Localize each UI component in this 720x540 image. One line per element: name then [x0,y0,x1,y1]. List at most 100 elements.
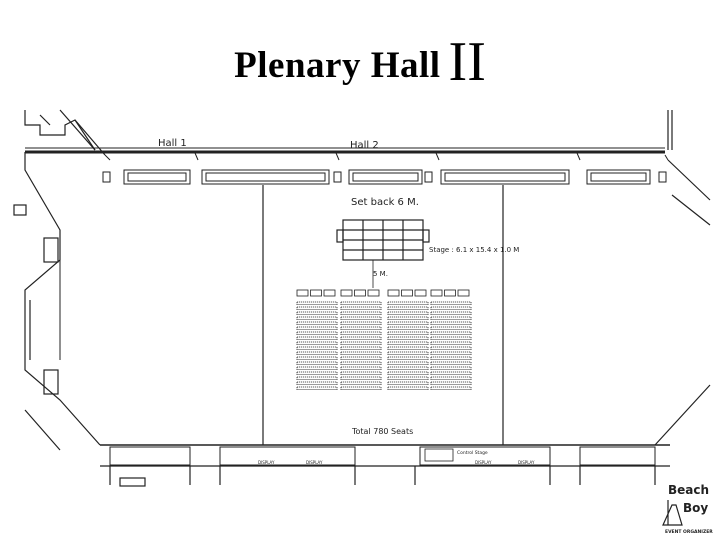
seat-row [340,341,382,345]
seat-row [340,361,382,365]
front-seat-box [444,289,456,297]
aisle-label: 5 M. [373,270,388,278]
seat-row [296,301,338,305]
front-seat-box [354,289,366,297]
stage-label: Stage : 6.1 x 15.4 x 1.0 M [429,246,519,254]
front-seat-box [296,289,309,297]
logo-line1: Beach [668,483,709,497]
front-seat-box [430,289,443,297]
seat-row [340,351,382,355]
seat-row [340,301,382,305]
seat-row [296,371,338,375]
seat-row [340,376,382,380]
seat-row [340,331,382,335]
seat-row [296,331,338,335]
seat-row [340,316,382,320]
seat-row [430,331,472,335]
seat-row [296,306,338,310]
seat-row [296,381,338,385]
seat-row [296,336,338,340]
front-seat-box [387,289,400,297]
seat-row [430,351,472,355]
seat-row [340,321,382,325]
display-label-3: DISPLAY [475,460,492,465]
seat-row [387,336,429,340]
seat-row [387,366,429,370]
seat-row [430,306,472,310]
seat-row [340,371,382,375]
seat-row [387,326,429,330]
seat-row [387,356,429,360]
seat-row [340,326,382,330]
front-seat-boxes [296,289,470,297]
seat-row [296,316,338,320]
seat-row [296,311,338,315]
setback-label: Set back 6 M. [351,197,419,208]
seat-row [296,386,338,390]
seat-row [430,326,472,330]
seat-row [387,301,429,305]
front-seat-box [401,289,413,297]
seat-rows [296,301,472,390]
front-seat-box [457,289,470,297]
hall2-label: Hall 2 [350,140,379,151]
front-seat-box [340,289,353,297]
seat-row [430,366,472,370]
seat-row [296,376,338,380]
logo-line2: Boy [683,501,708,515]
seat-row [387,351,429,355]
seat-row [296,341,338,345]
seat-row [430,341,472,345]
seat-row [296,326,338,330]
bottom-panels [109,446,656,466]
logo-tagline: EVENT ORGANIZER [665,529,713,535]
seat-row [340,346,382,350]
seat-row [340,311,382,315]
seat-row [296,356,338,360]
seat-row [387,341,429,345]
seat-row [430,356,472,360]
seat-row [430,346,472,350]
hall-walls [13,109,711,487]
seat-row [430,376,472,380]
display-label-4: DISPLAY [518,460,535,465]
seat-row [387,381,429,385]
seat-row [387,331,429,335]
seat-row [430,371,472,375]
seating [296,289,472,390]
seat-row [430,361,472,365]
front-seat-box [367,289,380,297]
seat-row [387,311,429,315]
seat-row [340,366,382,370]
title-text: Plenary Hall [234,45,441,86]
seat-row [387,346,429,350]
front-seat-box [323,289,336,297]
hall1-label: Hall 1 [158,138,187,149]
seat-row [296,321,338,325]
seat-row [430,386,472,390]
seat-row [340,381,382,385]
seat-row [430,316,472,320]
total-seats-label: Total 780 Seats [351,427,413,436]
top-panels [102,152,669,185]
seat-row [387,386,429,390]
seat-row [387,371,429,375]
front-seat-box [310,289,322,297]
display-label-1: DISPLAY [258,460,275,465]
seat-row [296,346,338,350]
seat-row [387,361,429,365]
seat-row [387,306,429,310]
seat-row [296,361,338,365]
control-label: Control Stage [457,450,488,456]
seat-row [340,356,382,360]
front-seat-box [414,289,427,297]
seat-row [430,381,472,385]
display-label-2: DISPLAY [306,460,323,465]
seat-row [387,316,429,320]
seat-row [340,386,382,390]
seat-row [430,311,472,315]
seat-row [387,376,429,380]
seat-row [296,366,338,370]
